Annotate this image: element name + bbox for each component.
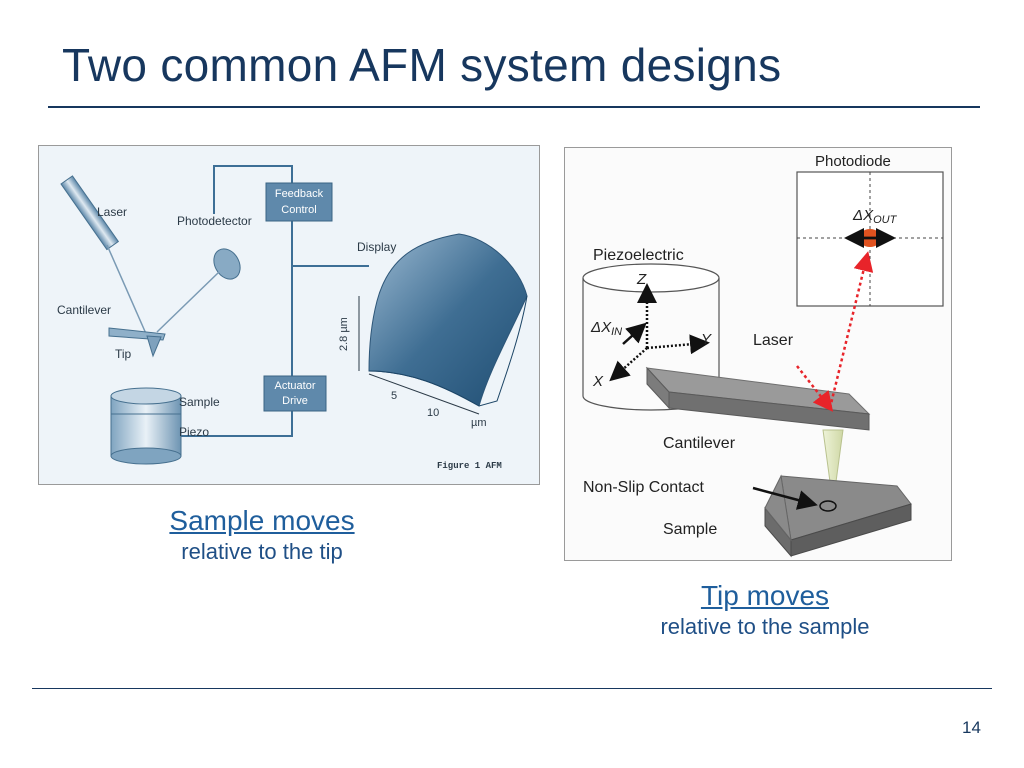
tip-moves-subtitle: relative to the sample	[660, 614, 870, 639]
non-slip-contact-label: Non-Slip Contact	[583, 479, 705, 496]
drive-label: Drive	[282, 395, 308, 407]
feedback-label: Feedback	[275, 188, 324, 200]
laser-icon	[60, 175, 148, 337]
title-divider	[48, 106, 980, 108]
afm-tip-scanning-diagram: Photodiode ΔXOUT Piezoelectric Z Y X ΔXI…	[564, 147, 952, 561]
control-label: Control	[281, 204, 316, 216]
cantilever-label: Cantilever	[57, 303, 111, 317]
cantilever-label-right: Cantilever	[663, 435, 736, 452]
actuator-label: Actuator	[275, 380, 316, 392]
cantilever-slab	[645, 366, 871, 431]
photodetector-label: Photodetector	[177, 214, 252, 228]
right-figure-caption: Tip moves relative to the sample	[585, 580, 945, 640]
tip-probe	[822, 429, 844, 505]
laser-label-right: Laser	[753, 332, 794, 349]
tick-5-label: 5	[391, 390, 397, 402]
photodiode-label: Photodiode	[815, 153, 891, 170]
tick-10-label: 10	[427, 407, 439, 419]
sample-label: Sample	[179, 395, 220, 409]
left-figure-caption: Sample moves relative to the tip	[112, 505, 412, 565]
sample-moves-link[interactable]: Sample moves	[169, 505, 355, 536]
figure-caption: Figure 1 AFM	[437, 461, 502, 471]
sample-moves-subtitle: relative to the tip	[181, 539, 343, 564]
signal-wires	[154, 165, 369, 437]
afm-sample-scanning-diagram: Laser Photodetector Cantilever Tip Feedb…	[38, 145, 540, 485]
y-axis-label: Y	[701, 331, 712, 348]
sample-label-right: Sample	[663, 521, 717, 538]
sample-slab	[764, 474, 912, 558]
um-label: µm	[471, 417, 487, 429]
display-label: Display	[357, 240, 396, 254]
sample-piezo-cylinder	[110, 387, 182, 465]
x-axis-label: X	[592, 373, 604, 390]
photodetector-icon	[156, 248, 241, 333]
z-axis-label: Z	[636, 271, 647, 288]
footer-divider	[32, 688, 992, 689]
cantilever-icon	[108, 327, 166, 358]
feedback-control-box	[265, 182, 333, 222]
slide-number: 14	[962, 718, 981, 737]
display-surface-plot	[358, 233, 528, 415]
actuator-drive-box	[263, 375, 327, 412]
laser-label: Laser	[97, 205, 127, 219]
z-scale-label: 2.8 µm	[338, 317, 350, 351]
delta-x-in-label: ΔXIN	[590, 319, 622, 338]
tip-moves-link[interactable]: Tip moves	[700, 580, 830, 611]
slide-title: Two common AFM system designs	[62, 39, 782, 91]
delta-x-out-label: ΔXOUT	[852, 207, 898, 226]
photodiode-panel	[796, 171, 944, 307]
piezo-label: Piezo	[179, 425, 209, 439]
tip-label: Tip	[115, 347, 132, 361]
piezoelectric-label: Piezoelectric	[593, 247, 684, 264]
